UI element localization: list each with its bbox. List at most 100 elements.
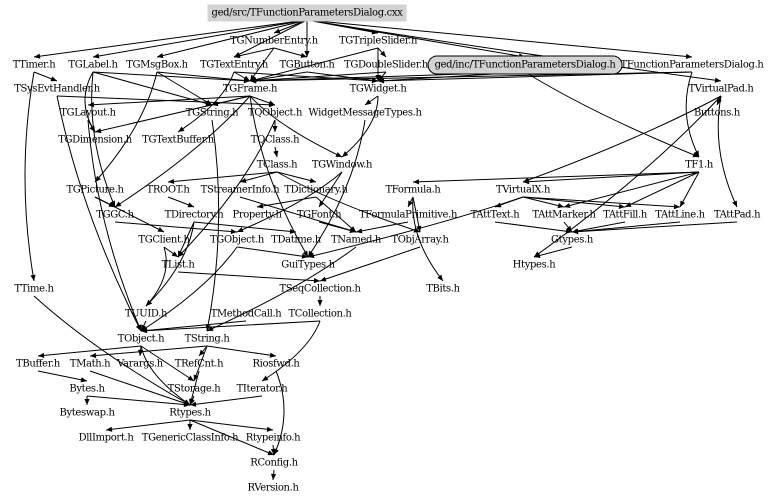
graph-node[interactable]: TCollection.h	[288, 308, 352, 320]
graph-node[interactable]: Htypes.h	[512, 259, 556, 271]
arrowhead-icon	[673, 204, 680, 210]
graph-node[interactable]: TRefCnt.h	[174, 358, 224, 370]
graph-node[interactable]: TSeqCollection.h	[279, 283, 361, 295]
graph-node[interactable]: TAttPad.h	[713, 209, 761, 221]
graph-node[interactable]: DllImport.h	[78, 432, 134, 444]
graph-node[interactable]: TAttFill.h	[603, 209, 647, 221]
graph-node[interactable]: RConfig.h	[250, 457, 298, 469]
graph-node[interactable]: TGGC.h	[96, 209, 134, 221]
graph-node[interactable]: ged/inc/TFunctionParametersDialog.h	[427, 55, 623, 75]
arrowhead-icon	[309, 177, 316, 184]
dependency-edge	[206, 246, 357, 332]
arrowhead-icon	[108, 201, 115, 207]
graph-node[interactable]: TMethodCall.h	[210, 308, 282, 320]
graph-node[interactable]: TROOT.h	[146, 184, 190, 196]
dependency-edge	[236, 171, 343, 233]
graph-node[interactable]: Gtypes.h	[551, 234, 593, 246]
graph-node[interactable]: TGFont.h	[296, 209, 342, 221]
graph-node[interactable]: TGTextBuffer.h	[142, 134, 214, 146]
graph-node[interactable]: TGDoubleSlider.h	[344, 59, 428, 71]
graph-node[interactable]: Buttons.h	[694, 107, 740, 119]
graph-node[interactable]: TGenericClassInfo.h	[141, 432, 239, 444]
graph-node[interactable]: Rtypeinfo.h	[245, 432, 301, 444]
arrowhead-icon	[300, 52, 307, 58]
graph-node[interactable]: TGFrame.h	[222, 83, 278, 95]
graph-node[interactable]: TFunctionParametersDialog.h	[620, 59, 764, 71]
graph-node[interactable]: TFormula.h	[385, 184, 441, 196]
graph-node[interactable]: TVirtualX.h	[495, 184, 551, 196]
arrowhead-icon	[267, 450, 274, 456]
dependency-edge	[249, 95, 309, 258]
graph-node[interactable]: RVersion.h	[247, 482, 299, 494]
arrowhead-icon	[565, 228, 572, 234]
dependency-edge	[37, 345, 142, 357]
arrowhead-icon	[187, 375, 194, 381]
graph-node[interactable]: TGString.h	[185, 107, 239, 119]
graph-node[interactable]: TObject.h	[117, 333, 165, 345]
graph-node[interactable]: TAttMarker.h	[532, 209, 596, 221]
graph-node[interactable]: TIterator.h	[236, 383, 288, 395]
graph-node[interactable]: TStorage.h	[167, 383, 221, 395]
arrowhead-icon	[319, 200, 325, 207]
graph-node[interactable]: TGObject.h	[209, 234, 265, 246]
graph-node[interactable]: TGPicture.h	[66, 184, 124, 196]
graph-node[interactable]: TFormulaPrimitive.h	[358, 209, 458, 221]
graph-node[interactable]: TTimer.h	[12, 59, 56, 71]
graph-node[interactable]: GuiTypes.h	[281, 259, 335, 271]
graph-node[interactable]: TGMsgBox.h	[126, 59, 188, 71]
graph-node[interactable]: TString.h	[184, 333, 230, 345]
graph-node[interactable]: Varargs.h	[117, 358, 163, 370]
graph-node[interactable]: TBits.h	[426, 283, 460, 295]
arrowhead-icon	[693, 150, 699, 157]
graph-node[interactable]: TGButton.h	[279, 59, 335, 71]
graph-node[interactable]: TAttLine.h	[655, 209, 705, 221]
graph-node[interactable]: TQClass.h	[250, 134, 300, 146]
graph-node[interactable]: TSysEvtHandler.h	[14, 83, 100, 95]
arrowhead-icon	[308, 253, 315, 259]
graph-node[interactable]: TTime.h	[14, 283, 54, 295]
dependency-edge	[355, 221, 409, 233]
graph-node[interactable]: TGLayout.h	[60, 107, 116, 119]
graph-node[interactable]: TClass.h	[256, 159, 298, 171]
graph-node[interactable]: TAttText.h	[470, 209, 520, 221]
graph-node[interactable]: TUUID.h	[124, 308, 168, 320]
arrowhead-icon	[557, 203, 564, 209]
arrowhead-icon	[93, 53, 100, 59]
graph-node[interactable]: Rtypes.h	[169, 407, 211, 419]
dependency-edge	[307, 196, 524, 258]
arrowhead-icon	[136, 324, 142, 331]
graph-node[interactable]: TObjArray.h	[391, 234, 449, 246]
graph-node[interactable]: TMath.h	[69, 358, 111, 370]
dependency-edge	[522, 171, 700, 183]
graph-node[interactable]: TList.h	[161, 259, 195, 271]
dependency-edge	[276, 171, 421, 233]
graph-node[interactable]: WidgetMessageTypes.h	[308, 107, 422, 119]
graph-node[interactable]: TGWindow.h	[311, 159, 373, 171]
graph-node[interactable]: TGLabel.h	[68, 59, 118, 71]
arrowhead-icon	[257, 203, 264, 209]
graph-node[interactable]: Riosfwd.h	[252, 358, 300, 370]
graph-node[interactable]: TDictionary.h	[284, 184, 348, 196]
graph-node[interactable]: TDatime.h	[271, 234, 321, 246]
graph-node[interactable]: TBuffer.h	[16, 358, 60, 370]
dependency-edge	[249, 71, 387, 82]
graph-node[interactable]: Bytes.h	[69, 383, 105, 395]
graph-node[interactable]: TGDimension.h	[58, 134, 132, 146]
graph-node[interactable]: TGNumberEntry.h	[230, 35, 318, 47]
graph-node[interactable]: ged/src/TFunctionParametersDialog.cxx	[207, 4, 407, 22]
graph-node[interactable]: TDirectory.h	[164, 209, 224, 221]
graph-node[interactable]: TGClient.h	[138, 234, 190, 246]
graph-node[interactable]: TGWidget.h	[349, 83, 407, 95]
graph-node[interactable]: Property.h	[232, 209, 282, 221]
arrowhead-icon	[38, 352, 45, 359]
graph-node[interactable]: TGTripleSlider.h	[338, 35, 418, 47]
graph-node[interactable]: Byteswap.h	[59, 407, 115, 419]
graph-node[interactable]: TGTextEntry.h	[199, 59, 269, 71]
graph-node[interactable]: TNamed.h	[330, 234, 382, 246]
graph-node[interactable]: TQObject.h	[247, 107, 303, 119]
graph-node[interactable]: TVirtualPad.h	[688, 83, 754, 95]
graph-node[interactable]: TF1.h	[685, 159, 713, 171]
graph-node[interactable]: TStreamerInfo.h	[200, 184, 280, 196]
arrowhead-icon	[732, 200, 737, 207]
